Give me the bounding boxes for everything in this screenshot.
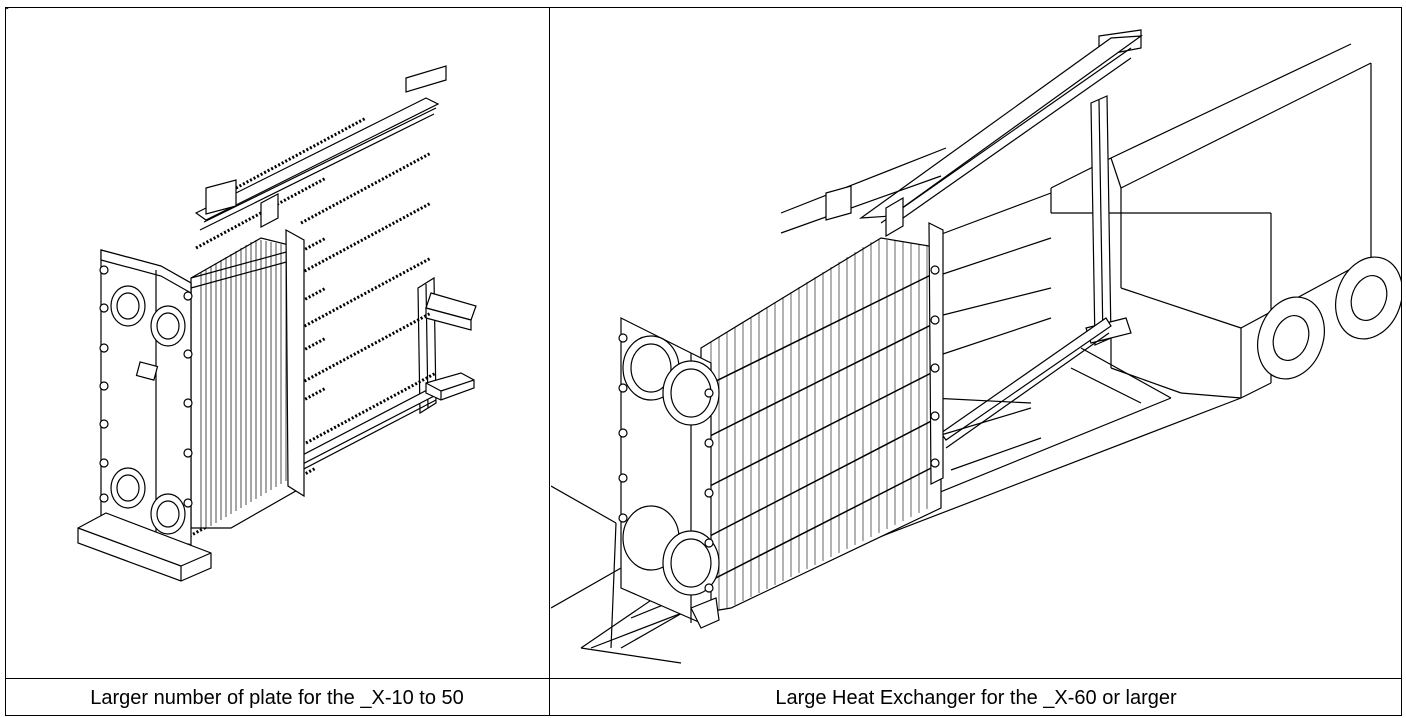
left-panel-caption: Larger number of plate for the _X-10 to …	[90, 687, 464, 709]
bolt-heads	[100, 266, 192, 552]
plate-pack	[701, 238, 941, 613]
pressure-plate	[261, 194, 304, 496]
panel-divider	[549, 7, 550, 716]
right-heat-exchanger-drawing	[551, 8, 1401, 677]
plate-pack	[191, 238, 301, 528]
nozzle-ports	[623, 336, 719, 595]
bottom-guide-bar	[941, 318, 1111, 448]
figure-frame	[5, 7, 1402, 716]
caption-divider	[5, 678, 1402, 679]
tie-rods	[781, 148, 1051, 470]
support-column	[1086, 30, 1141, 345]
right-panel-caption: Large Heat Exchanger for the _X-60 or la…	[775, 687, 1177, 709]
left-heat-exchanger-drawing	[6, 8, 548, 677]
bolt-heads	[619, 266, 939, 592]
top-guide-bar	[196, 98, 438, 230]
nozzle-ports	[111, 286, 185, 534]
trailer-wheels	[1247, 248, 1401, 389]
base-feet	[78, 373, 474, 581]
top-guide-bar	[861, 36, 1141, 230]
base-feet	[691, 598, 719, 628]
